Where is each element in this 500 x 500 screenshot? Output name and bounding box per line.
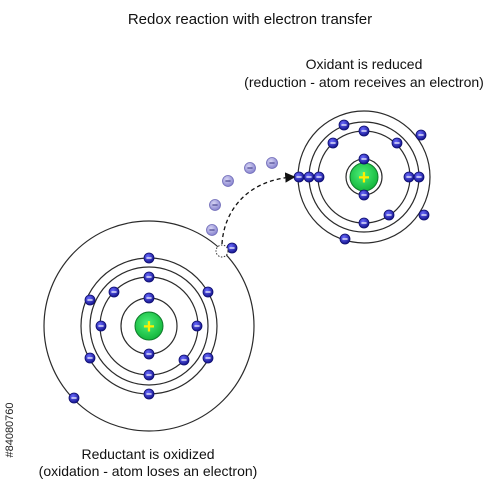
electron-minus-sign bbox=[361, 130, 367, 132]
reductant-orbit-5 bbox=[43, 220, 255, 432]
oxidant-caption-line1: Oxidant is reduced bbox=[306, 56, 423, 72]
electron-minus-sign bbox=[421, 214, 427, 216]
electron-minus-sign bbox=[209, 229, 215, 231]
electron-minus-sign bbox=[361, 222, 367, 224]
electron-minus-sign bbox=[194, 325, 200, 327]
moving-electrons bbox=[206, 157, 278, 236]
electron-minus-sign bbox=[361, 194, 367, 196]
electron-minus-sign bbox=[247, 167, 253, 169]
electron-minus-sign bbox=[71, 397, 77, 399]
oxidant-electrons bbox=[293, 119, 430, 245]
electron-minus-sign bbox=[146, 374, 152, 376]
oxidant-caption-line2: (reduction - atom receives an electron) bbox=[244, 74, 484, 90]
electron-minus-sign bbox=[418, 134, 424, 136]
reductant-caption-line1: Reductant is oxidized bbox=[81, 446, 214, 462]
electron-minus-sign bbox=[330, 142, 336, 144]
oxidant-plus-sign: + bbox=[358, 167, 370, 189]
electron-minus-sign bbox=[225, 180, 231, 182]
transfer-arrow bbox=[221, 172, 296, 245]
electron-minus-sign bbox=[406, 176, 412, 178]
electron-minus-sign bbox=[146, 276, 152, 278]
oxidant-atom: + bbox=[293, 110, 431, 245]
electron-minus-sign bbox=[87, 357, 93, 359]
electron-minus-sign bbox=[296, 176, 302, 178]
electron-minus-sign bbox=[205, 291, 211, 293]
electron-minus-sign bbox=[87, 299, 93, 301]
electron-minus-sign bbox=[306, 176, 312, 178]
electron-minus-sign bbox=[269, 162, 275, 164]
electron-minus-sign bbox=[212, 204, 218, 206]
electron-minus-sign bbox=[394, 142, 400, 144]
electron-minus-sign bbox=[386, 214, 392, 216]
electron-minus-sign bbox=[146, 393, 152, 395]
electron-minus-sign bbox=[98, 325, 104, 327]
electron-minus-sign bbox=[146, 353, 152, 355]
electron-minus-sign bbox=[205, 357, 211, 359]
electron-minus-sign bbox=[416, 176, 422, 178]
vacated-electron-spot bbox=[215, 244, 229, 258]
electron-minus-sign bbox=[111, 291, 117, 293]
reductant-atom: + bbox=[43, 220, 255, 432]
electron-minus-sign bbox=[146, 297, 152, 299]
diagram-title: Redox reaction with electron transfer bbox=[128, 11, 372, 28]
electron-minus-sign bbox=[341, 124, 347, 126]
electron-minus-sign bbox=[229, 247, 235, 249]
electron-minus-sign bbox=[181, 359, 187, 361]
reductant-caption-line2: (oxidation - atom loses an electron) bbox=[39, 463, 258, 479]
reductant-nucleus bbox=[134, 311, 164, 341]
reductant-plus-sign: + bbox=[143, 316, 155, 338]
electron-minus-sign bbox=[146, 257, 152, 259]
electron-minus-sign bbox=[342, 238, 348, 240]
side-stock-label: #84080760 bbox=[4, 402, 16, 457]
reductant-orbit-3 bbox=[89, 266, 209, 386]
electron-minus-sign bbox=[316, 176, 322, 178]
electron-minus-sign bbox=[361, 158, 367, 160]
